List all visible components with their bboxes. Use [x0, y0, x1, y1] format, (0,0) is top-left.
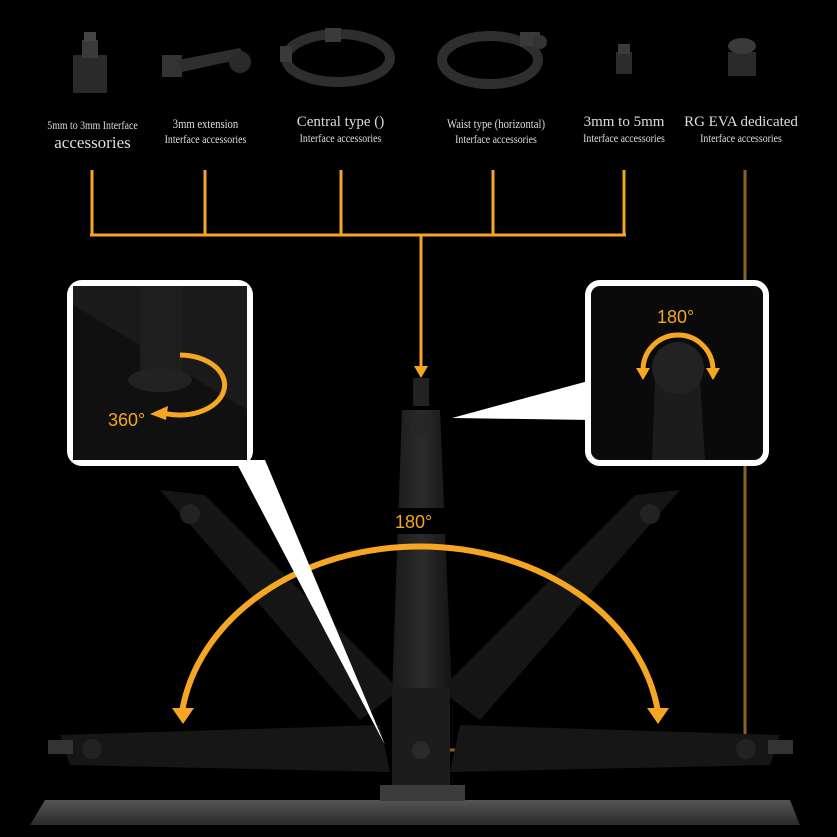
arm-left-horizontal [48, 725, 390, 772]
arc-arrow-right-icon [647, 708, 669, 724]
adapter-3to5-icon [616, 44, 632, 74]
inset-base-swivel [67, 280, 385, 745]
arm-right-diagonal [440, 490, 680, 720]
accessory-connector-lines [90, 170, 626, 378]
inset-head-tilt [452, 280, 769, 466]
arm-sweep-label: 180° [395, 512, 432, 532]
arc-arrow-left-icon [172, 708, 194, 724]
accessory-label-extension: 3mm extension Interface accessories [164, 116, 247, 146]
accessory-label-5to3: 5mm to 3mm Interface accessories [47, 118, 138, 152]
waist-clamp-icon [437, 31, 547, 89]
accessory-label-waist: Waist type (horizontal) Interface access… [446, 116, 546, 146]
head-tilt-label: 180° [657, 307, 694, 327]
accessory-label-3to5: 3mm to 5mm Interface accessories [583, 114, 665, 145]
arm-right-horizontal [450, 725, 793, 772]
accessory-icons [73, 28, 756, 93]
base-plate [30, 785, 800, 825]
accessory-label-central: Central type () Interface accessories [296, 114, 385, 145]
arm-center-vertical [392, 378, 452, 788]
arm-left-diagonal [160, 490, 400, 720]
extension-icon [162, 48, 251, 77]
central-clamp-icon [280, 28, 395, 87]
arm-sweep-arc [179, 543, 661, 713]
adapter-5to3-icon [73, 32, 107, 93]
eva-adapter-icon [728, 38, 756, 76]
base-swivel-label: 360° [108, 410, 145, 430]
accessory-label-eva: RG EVA dedicated Interface accessories [684, 114, 798, 145]
arc-label-bg [388, 508, 448, 534]
